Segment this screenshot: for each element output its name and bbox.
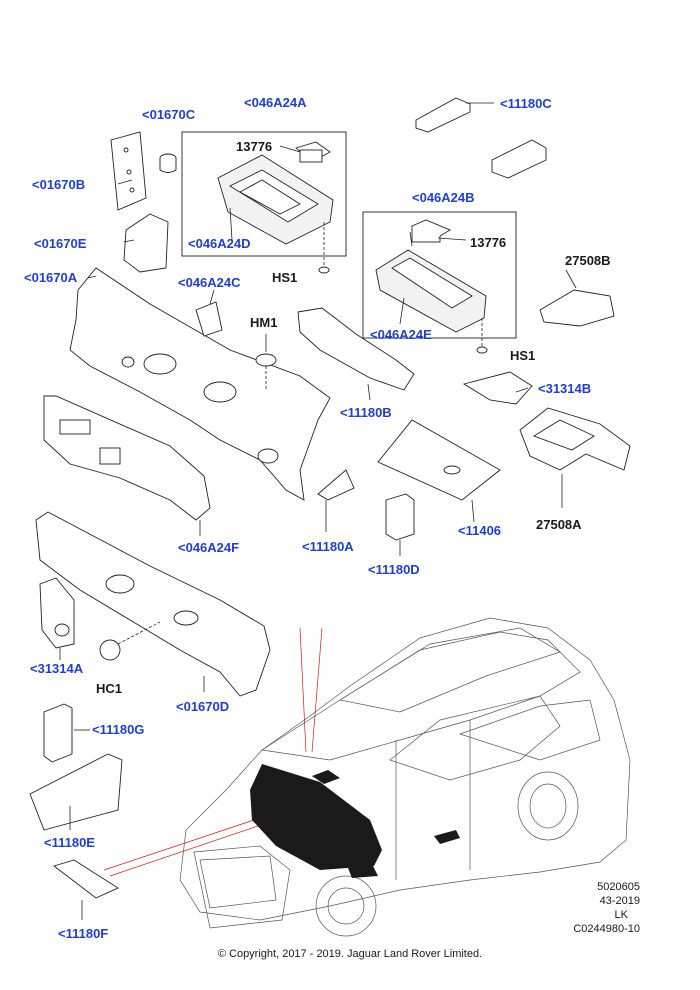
- callout-11180B[interactable]: <11180B: [340, 405, 392, 420]
- callout-HC1[interactable]: HC1: [96, 681, 123, 696]
- callout-13776-b[interactable]: 13776: [470, 235, 507, 250]
- part-HS1-b[interactable]: [476, 346, 488, 354]
- part-01670A[interactable]: [69, 267, 331, 501]
- callout-13776-a[interactable]: 13776: [236, 139, 273, 154]
- part-27508A[interactable]: [519, 407, 631, 471]
- callout-01670E[interactable]: <01670E: [34, 236, 87, 251]
- part-HM1[interactable]: [255, 353, 277, 367]
- meta-line-4: C0244980-10: [573, 923, 640, 935]
- meta-line-1: 5020605: [597, 881, 640, 893]
- leader-lines: [59, 102, 577, 920]
- part-046A24C[interactable]: [195, 301, 223, 337]
- callout-HM1[interactable]: HM1: [250, 315, 278, 330]
- meta-line-2: 43-2019: [599, 895, 640, 907]
- callout-11180E[interactable]: <11180E: [44, 835, 95, 850]
- callout-01670B[interactable]: <01670B: [32, 177, 86, 192]
- part-11180D[interactable]: [385, 493, 415, 541]
- part-11180C-upper[interactable]: [415, 97, 471, 133]
- callout-046A24D[interactable]: <046A24D: [188, 236, 251, 251]
- part-11180C-lower[interactable]: [491, 139, 547, 179]
- part-01670E[interactable]: [123, 213, 169, 273]
- part-27508B[interactable]: [539, 289, 615, 327]
- vehicle-outline: [179, 617, 631, 937]
- part-11180F[interactable]: [53, 859, 119, 899]
- part-HC1[interactable]: [99, 639, 121, 661]
- part-11180G[interactable]: [43, 703, 73, 763]
- callout-27508B[interactable]: 27508B: [565, 253, 611, 268]
- part-31314B[interactable]: [462, 371, 533, 405]
- part-11180E[interactable]: [29, 753, 123, 831]
- callout-31314B[interactable]: <31314B: [538, 381, 592, 396]
- part-01670C-plug[interactable]: [159, 153, 177, 173]
- meta-line-3: LK: [614, 909, 628, 921]
- highlight-lines: [103, 627, 323, 877]
- callout-11180A[interactable]: <11180A: [302, 539, 354, 554]
- callout-01670A[interactable]: <01670A: [24, 270, 78, 285]
- part-046A24B[interactable]: [375, 219, 487, 333]
- callout-31314A[interactable]: <31314A: [30, 661, 84, 676]
- part-01670D[interactable]: [35, 511, 271, 697]
- group-box-046A24B: [362, 211, 517, 339]
- installed-dash-insulation: [250, 764, 460, 878]
- callout-HS1-a[interactable]: HS1: [272, 270, 298, 285]
- callout-01670C[interactable]: <01670C: [142, 107, 196, 122]
- part-01670C[interactable]: [110, 131, 147, 211]
- callout-11180G[interactable]: <11180G: [92, 722, 145, 737]
- callout-046A24A[interactable]: <046A24A: [244, 95, 307, 110]
- callout-046A24F[interactable]: <046A24F: [178, 540, 240, 555]
- callout-11180C[interactable]: <11180C: [500, 96, 552, 111]
- group-box-046A24A: [181, 131, 347, 257]
- callout-046A24E[interactable]: <046A24E: [370, 327, 432, 342]
- part-31314A[interactable]: [39, 577, 75, 649]
- callout-046A24B[interactable]: <046A24B: [412, 190, 475, 205]
- copyright-notice: © Copyright, 2017 - 2019. Jaguar Land Ro…: [217, 948, 483, 960]
- callout-01670D[interactable]: <01670D: [176, 699, 230, 714]
- callout-046A24C[interactable]: <046A24C: [178, 275, 241, 290]
- illustration-meta: 5020605 43-2019 LK C0244980-10: [573, 880, 640, 936]
- part-046A24A[interactable]: [217, 141, 334, 245]
- callout-27508A[interactable]: 27508A: [536, 517, 582, 532]
- callout-11406[interactable]: <11406: [458, 523, 502, 538]
- part-11180B[interactable]: [297, 307, 415, 391]
- callout-HS1-b[interactable]: HS1: [510, 348, 536, 363]
- part-HS1-a[interactable]: [318, 266, 330, 274]
- callout-11180D[interactable]: <11180D: [368, 562, 420, 577]
- part-11180A[interactable]: [317, 469, 355, 501]
- part-11406[interactable]: [377, 419, 501, 501]
- callout-11180F[interactable]: <11180F: [58, 926, 109, 941]
